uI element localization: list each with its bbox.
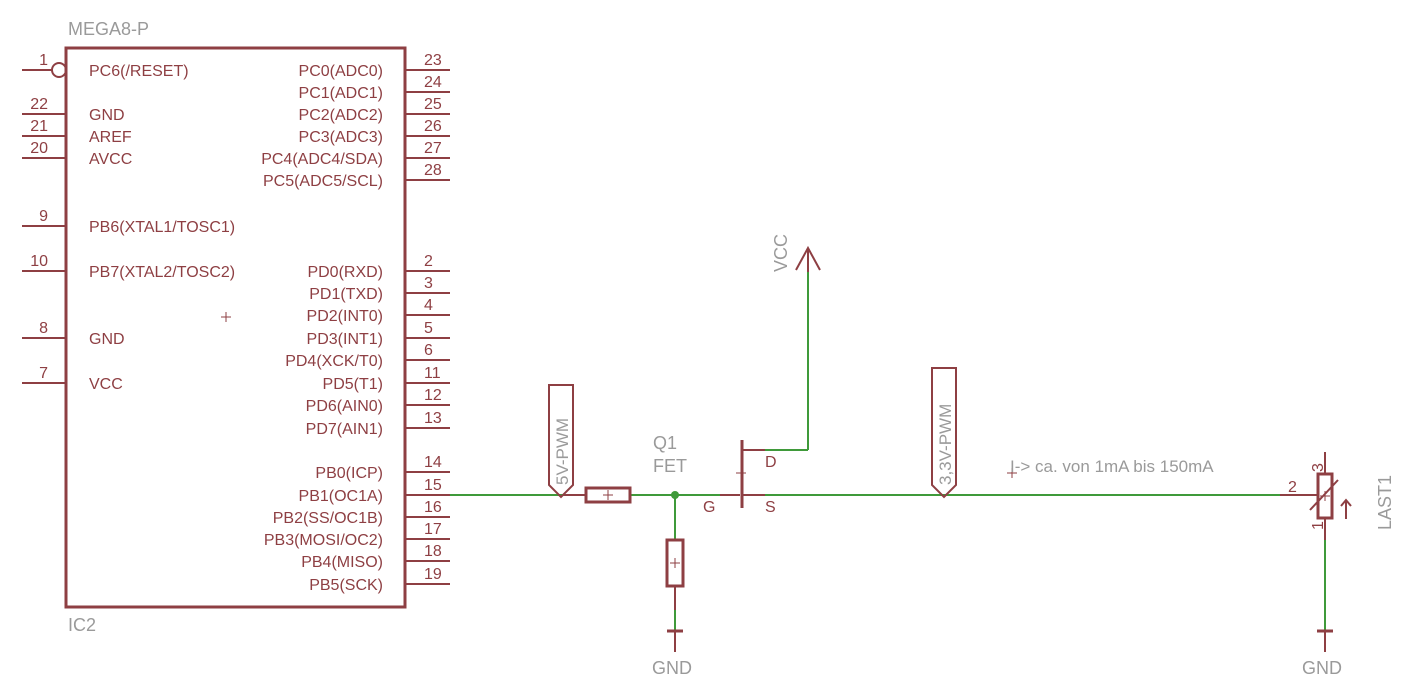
load-pin-3: 3 bbox=[1310, 463, 1327, 472]
ic-pin-label: VCC bbox=[89, 376, 123, 393]
ic-pin-number: 22 bbox=[30, 96, 48, 113]
load-last1[interactable]: 3 2 1 LAST1 bbox=[1280, 452, 1395, 540]
ic-pin-number: 11 bbox=[424, 365, 441, 382]
fet-ref: Q1 bbox=[653, 433, 677, 453]
fet-pin-d: D bbox=[765, 454, 777, 471]
ic-pin-label: PC4(ADC4/SDA) bbox=[261, 151, 383, 168]
ic-pin-number: 15 bbox=[424, 477, 442, 494]
fet-pin-g: G bbox=[703, 499, 715, 516]
ic-body bbox=[64, 46, 407, 609]
load-adjust-arrowhead bbox=[1340, 498, 1352, 507]
ic-pin-1-bubble bbox=[51, 62, 67, 78]
net-label-3v3-pwm[interactable]: 3,3V-PWM bbox=[931, 367, 957, 499]
ic-pin-label: PD3(INT1) bbox=[307, 331, 383, 348]
ic-pin-label: PB1(OC1A) bbox=[299, 488, 383, 505]
ic-pin-label: PB2(SS/OC1B) bbox=[273, 510, 383, 527]
current-annotation: I-> ca. von 1mA bis 150mA bbox=[1007, 457, 1214, 478]
ic-pin-label: PD6(AIN0) bbox=[306, 398, 383, 415]
ic-pin-label: PD7(AIN1) bbox=[306, 421, 383, 438]
ic-pin-label: PB6(XTAL1/TOSC1) bbox=[89, 219, 235, 236]
gnd-symbol-left[interactable]: GND bbox=[652, 629, 692, 678]
ic-pin-number: 14 bbox=[424, 454, 442, 471]
ic-pin-number: 28 bbox=[424, 162, 442, 179]
ic-pin-label: PC6(/RESET) bbox=[89, 63, 189, 80]
resistor-pulldown[interactable] bbox=[665, 538, 685, 610]
ic-pin-label: GND bbox=[89, 107, 125, 124]
ic-pin-label: PB3(MOSI/OC2) bbox=[264, 532, 383, 549]
ic-ref-name: IC2 bbox=[68, 615, 96, 635]
ic-pin-number: 26 bbox=[424, 118, 442, 135]
ic-pin-number: 24 bbox=[424, 74, 442, 91]
ic-pin-number: 18 bbox=[424, 543, 442, 560]
ic-pin-number: 16 bbox=[424, 499, 442, 516]
current-annotation-text: I-> ca. von 1mA bis 150mA bbox=[1010, 457, 1214, 476]
ic-pin-label: PD4(XCK/T0) bbox=[285, 353, 383, 370]
ic-pin-label: PB5(SCK) bbox=[309, 577, 383, 594]
net-label-5v-pwm-text: 5V-PWM bbox=[553, 418, 572, 485]
wires bbox=[450, 270, 1326, 630]
fet-value: FET bbox=[653, 456, 687, 476]
ic-right-pins: 23PC0(ADC0)24PC1(ADC1)25PC2(ADC2)26PC3(A… bbox=[261, 52, 450, 594]
net-label-3v3-pwm-text: 3,3V-PWM bbox=[936, 404, 955, 485]
ic-pin-number: 2 bbox=[424, 253, 433, 270]
load-pin-1: 1 bbox=[1310, 521, 1327, 530]
ic-pin-label: PC0(ADC0) bbox=[299, 63, 383, 80]
ic-pin-number: 1 bbox=[39, 52, 48, 69]
ic-pin-number: 13 bbox=[424, 410, 442, 427]
ic-pin-number: 27 bbox=[424, 140, 442, 157]
ic-pin-number: 21 bbox=[30, 118, 48, 135]
net-flag-outline bbox=[931, 367, 957, 499]
ic-part-name: MEGA8-P bbox=[68, 19, 149, 39]
ic-pin-number: 4 bbox=[424, 297, 433, 314]
ic-pin-number: 17 bbox=[424, 521, 442, 538]
vcc-symbol[interactable]: VCC bbox=[771, 234, 821, 272]
ic-pin-number: 9 bbox=[39, 208, 48, 225]
ic-pin-number: 12 bbox=[424, 387, 442, 404]
ic-pin-label: PD2(INT0) bbox=[307, 308, 383, 325]
ic-pin-number: 3 bbox=[424, 275, 433, 292]
ic-pin-number: 25 bbox=[424, 96, 442, 113]
ic-pin-label: AVCC bbox=[89, 151, 132, 168]
gnd-label: GND bbox=[1302, 658, 1342, 678]
ic-pin-label: PC2(ADC2) bbox=[299, 107, 383, 124]
vcc-arrow bbox=[795, 245, 821, 271]
ic-pin-label: PB0(ICP) bbox=[315, 465, 383, 482]
ic-pin-label: PD5(T1) bbox=[323, 376, 383, 393]
ic-pin-number: 8 bbox=[39, 320, 48, 337]
gnd-label: GND bbox=[652, 658, 692, 678]
ic-pin-label: PD1(TXD) bbox=[309, 286, 383, 303]
ic-pin-number: 6 bbox=[424, 342, 433, 359]
ic-pin-label: GND bbox=[89, 331, 125, 348]
ic-pin-number: 10 bbox=[30, 253, 48, 270]
ic-pin-label: AREF bbox=[89, 129, 132, 146]
ic-pin-label: PC3(ADC3) bbox=[299, 129, 383, 146]
net-flag-outline bbox=[548, 384, 574, 499]
ic-pin-number: 19 bbox=[424, 566, 442, 583]
ic-pin-label: PC1(ADC1) bbox=[299, 85, 383, 102]
junction-dot bbox=[671, 491, 679, 499]
load-pin-2: 2 bbox=[1288, 479, 1297, 496]
resistor-series[interactable] bbox=[564, 486, 632, 504]
ic-pin-label: PB4(MISO) bbox=[301, 554, 383, 571]
load-adjust-slash bbox=[1309, 479, 1339, 511]
fet-pin-s: S bbox=[765, 499, 776, 516]
gnd-symbol-right[interactable]: GND bbox=[1302, 629, 1342, 678]
resistor-body bbox=[584, 486, 632, 504]
ic-pin-label: PD0(RXD) bbox=[307, 264, 383, 281]
vcc-label: VCC bbox=[771, 234, 791, 272]
ic-pin-number: 20 bbox=[30, 140, 48, 157]
ic-pin-label: PC5(ADC5/SCL) bbox=[263, 173, 383, 190]
ic-pin-number: 7 bbox=[39, 365, 48, 382]
load-ref: LAST1 bbox=[1375, 475, 1395, 530]
fet-q1[interactable]: Q1 FET D G S bbox=[653, 433, 777, 516]
ic-pin-number: 5 bbox=[424, 320, 433, 337]
ic-pin-number: 23 bbox=[424, 52, 442, 69]
net-label-5v-pwm[interactable]: 5V-PWM bbox=[548, 384, 574, 499]
ic-pin-label: PB7(XTAL2/TOSC2) bbox=[89, 264, 235, 281]
